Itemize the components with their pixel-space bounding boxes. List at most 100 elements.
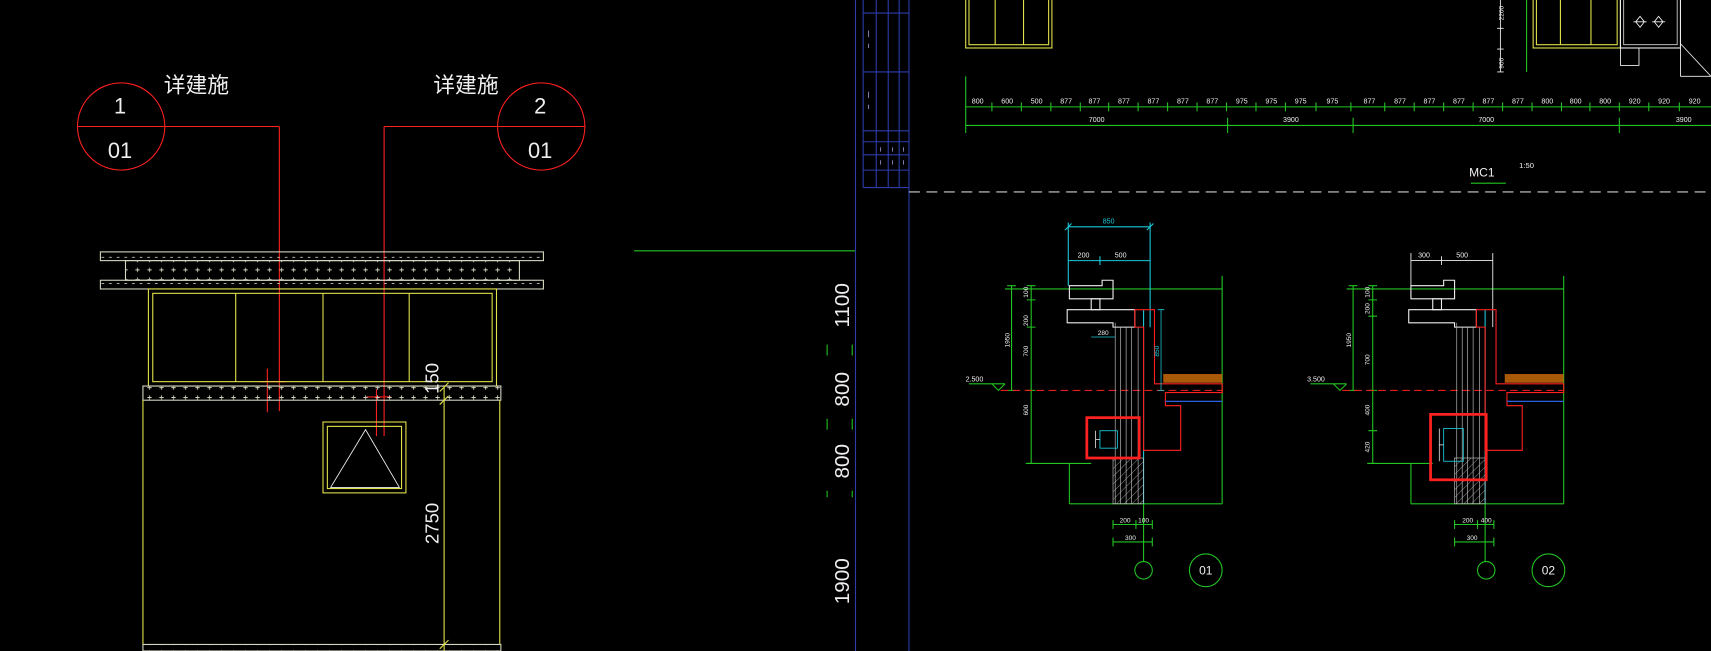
dim-chain-ticks: [991, 102, 1680, 134]
door-sill: [1619, 47, 1640, 66]
concrete-section: [1475, 309, 1565, 451]
dim-text: 877: [1118, 98, 1130, 106]
small-window-inner: [326, 425, 403, 490]
top-elevation-strip: 2200 900 800 600 500 877 877 877 877 877…: [965, 0, 1711, 134]
dim-text: 1100: [831, 283, 854, 328]
door-inner-frame: [1623, 0, 1678, 46]
dim-text: 975: [1236, 98, 1248, 106]
side-dim-text: 700: [1023, 345, 1030, 356]
slab-top-plate: [99, 251, 544, 262]
dim-text: 877: [1482, 98, 1494, 106]
side-dim-text: 100: [1023, 286, 1030, 297]
detail-number: 01: [1199, 564, 1213, 578]
level-text: 2.500: [966, 376, 984, 384]
dim-ticks: [826, 344, 853, 498]
canopy-profile: [1068, 279, 1114, 300]
bottom-dim-text: 200: [1462, 517, 1473, 524]
window-inner-frame: [968, 0, 1050, 46]
side-dim-text: 600: [1023, 404, 1030, 415]
top-dim-lines: [1064, 222, 1154, 328]
bottom-dim-text: 200: [1120, 517, 1131, 524]
edge-lines: [1680, 0, 1711, 77]
detail-number-circle: [1188, 553, 1223, 588]
dim-text: 877: [1060, 98, 1072, 106]
side-dim-text: 700: [1364, 354, 1371, 365]
dimension-chain: 800 600 500 877 877 877 877 877 877 975 …: [965, 76, 1711, 134]
inner-dim-text: 850: [1154, 345, 1161, 356]
dim-text: 975: [1326, 98, 1338, 106]
dim-text-wall: 2750: [422, 503, 443, 544]
wall-outline: [142, 400, 501, 645]
dim-text: 1900: [831, 558, 854, 604]
top-dim-text: 500: [1115, 251, 1127, 259]
side-dim-text: 200: [1023, 315, 1030, 326]
dim-text: 600: [1001, 98, 1013, 106]
door-hinge-icon: [1633, 15, 1666, 28]
axis-bubble: [1476, 561, 1496, 580]
callout-note: 详建施: [164, 73, 229, 98]
bottom-dim-text: 300: [1467, 535, 1478, 542]
dim-text: 800: [831, 444, 854, 479]
dim-text: 800: [1599, 98, 1611, 106]
dim-text: 877: [1453, 98, 1465, 106]
dim-text: 975: [1295, 98, 1307, 106]
mc1-label: MC1: [1469, 166, 1495, 180]
small-window: [322, 421, 407, 494]
floor-band: [142, 643, 502, 651]
slab-bottom-plate: [99, 279, 544, 290]
dim-text: 877: [1424, 98, 1436, 106]
dim-text: 800: [1541, 98, 1553, 106]
side-dim-text: 400: [1364, 404, 1371, 415]
callout-sheet: 01: [108, 138, 132, 163]
dim-text: 877: [1147, 98, 1159, 106]
top-window-left: [965, 0, 1053, 49]
slab-core: [124, 260, 520, 281]
window-inner-frame: [1535, 0, 1618, 46]
dim-chain-row2: 7000 3900 7000 3900: [1089, 116, 1692, 124]
window-outer-frame: [965, 0, 1053, 49]
axis-bubble: [1134, 561, 1153, 580]
vertical-dimension-column: 1100 800 800 1900: [826, 283, 854, 604]
top-dim-text: 300: [1418, 251, 1430, 259]
bottom-dim-text: 300: [1125, 535, 1136, 542]
lintel-band: [142, 385, 502, 401]
canopy-slab: [99, 251, 544, 290]
window-opening-triangle: [329, 428, 401, 488]
dim-text: 877: [1206, 98, 1218, 106]
callout-note: 详建施: [433, 73, 498, 98]
side-dim-text: 1950: [1004, 333, 1011, 348]
dim-chain-row1: 800 600 500 877 877 877 877 877 877 975 …: [972, 98, 1701, 106]
detail-callout-2: 2 01 详建施: [383, 73, 586, 437]
dim-text: 877: [1364, 98, 1376, 106]
dim-chain-lines: [965, 76, 1711, 134]
window-mullions: [1559, 0, 1592, 45]
elevation-dimension: 150 2750: [422, 363, 449, 651]
side-dim-text: 420: [1364, 441, 1371, 452]
top-dim-text: 200: [1078, 251, 1090, 259]
window-mullions: [235, 293, 410, 382]
anchor-detail: [1095, 430, 1100, 449]
dim-text: 500: [1031, 98, 1043, 106]
floor-finish-layer: [1504, 374, 1564, 383]
level-text: 3.500: [1307, 376, 1325, 384]
left-elevation: 1 01 详建施 2 01 详建施: [76, 73, 586, 651]
dim-text: 877: [1394, 98, 1406, 106]
highlight-box: [1429, 413, 1488, 482]
callout-sheet: 01: [528, 138, 552, 163]
dim-line: [439, 382, 449, 651]
inner-dim-lines: [1091, 309, 1165, 391]
top-dim-text: 500: [1456, 251, 1468, 259]
detail-number: 02: [1542, 564, 1556, 578]
section-detail-01: 2.500 850 200 500 100 200 1950 700 600 8…: [966, 218, 1223, 588]
side-dim-text: 1950: [1346, 333, 1353, 348]
dim-text: 877: [1089, 98, 1101, 106]
wall-hatch: [1112, 457, 1144, 505]
mc1-title: MC1 1:50: [1469, 161, 1534, 184]
level-symbol: [1310, 383, 1347, 392]
floor-finish-layer: [1163, 374, 1223, 383]
title-block-marks: [868, 30, 904, 165]
mc1-scale: 1:50: [1519, 161, 1534, 170]
dim-text: 7000: [1089, 116, 1105, 124]
dim-text: 920: [1689, 98, 1701, 106]
